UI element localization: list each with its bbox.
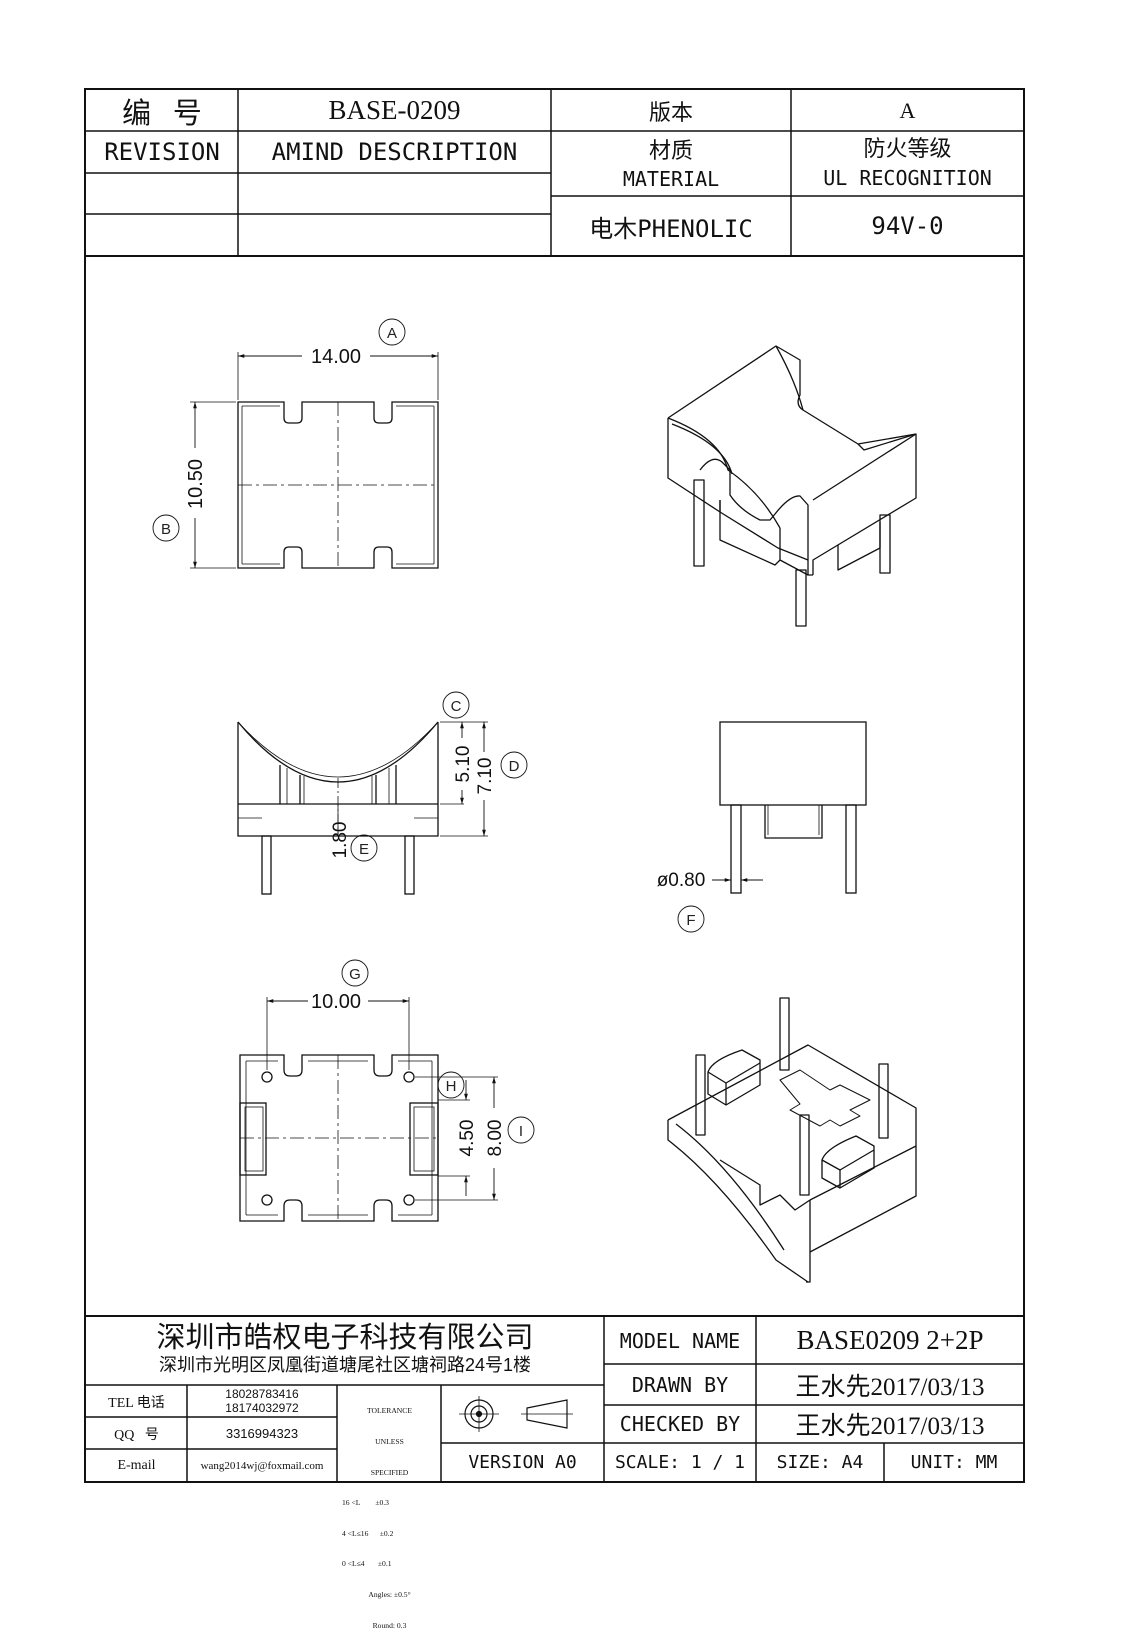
tel-label: TEL 电话 xyxy=(108,1395,165,1411)
dim-c-text: 5.10 xyxy=(453,746,474,783)
tolerance-line: SPECIFIED xyxy=(370,1467,409,1477)
material-label-en: MATERIAL xyxy=(622,167,720,191)
dim-i-text: 8.00 xyxy=(485,1120,506,1157)
dim-a-text: 14.00 xyxy=(311,346,361,368)
company-name: 深圳市皓权电子科技有限公司 xyxy=(156,1322,534,1354)
label-c: C xyxy=(451,698,462,715)
version-text: VERSION A0 xyxy=(468,1452,577,1473)
tolerance-block: TOLERANCE UNLESS SPECIFIED 16 <L ±0.3 4 … xyxy=(338,1386,441,1629)
label-a: A xyxy=(387,325,397,342)
qq-label: QQ 号 xyxy=(114,1427,159,1443)
dim-f-text: ø0.80 xyxy=(657,870,706,891)
tolerance-line: UNLESS xyxy=(375,1437,404,1447)
checked-value: 王水先2017/03/13 xyxy=(795,1413,985,1440)
version-value: A xyxy=(899,97,916,123)
side-view xyxy=(712,721,867,894)
amend-label: AMIND DESCRIPTION xyxy=(271,138,518,166)
tolerance-line: 0 <L≤4 ±0.1 xyxy=(342,1559,392,1569)
version-label: 版本 xyxy=(648,99,693,125)
dim-h-text: 4.50 xyxy=(457,1120,478,1157)
model-label: MODEL NAME xyxy=(619,1328,741,1353)
iso-view-bottom xyxy=(667,997,917,1283)
dim-d-text: 7.10 xyxy=(475,758,496,795)
tolerance-line: 4 <L≤16 ±0.2 xyxy=(342,1528,394,1538)
company-address: 深圳市光明区凤凰街道塘尾社区塘祠路24号1楼 xyxy=(158,1355,532,1375)
email-label: E-mail xyxy=(117,1457,156,1473)
tel-value-2: 18174032972 xyxy=(225,1401,299,1415)
drawn-label: DRAWN BY xyxy=(631,1373,729,1397)
fire-label-en: UL RECOGNITION xyxy=(823,166,992,190)
material-value: 电木PHENOLIC xyxy=(589,214,753,243)
projection-symbol-icon xyxy=(459,1396,573,1432)
scale-text: SCALE: 1 / 1 xyxy=(614,1452,746,1473)
tolerance-line: 16 <L ±0.3 xyxy=(342,1498,389,1508)
qq-value: 3316994323 xyxy=(225,1426,299,1441)
size-text: SIZE: A4 xyxy=(776,1452,864,1473)
label-i: I xyxy=(519,1123,523,1140)
tel-value-1: 18028783416 xyxy=(225,1387,299,1401)
checked-label: CHECKED BY xyxy=(619,1412,741,1436)
tel-values: 18028783416 18174032972 xyxy=(187,1387,337,1417)
email-value: wang2014wj@foxmail.com xyxy=(200,1459,324,1472)
tolerance-line: TOLERANCE xyxy=(367,1406,412,1416)
frame-lines xyxy=(84,88,1025,1483)
material-label-cn: 材质 xyxy=(648,138,693,163)
dim-e-text: 1.80 xyxy=(330,822,351,859)
drawn-value: 王水先2017/03/13 xyxy=(795,1374,985,1401)
top-view xyxy=(190,352,439,569)
technical-drawing: 14.00 10.50 A B 5.10 7.10 1.80 C xyxy=(152,318,917,1283)
front-view xyxy=(237,721,488,895)
fire-label-cn: 防火等级 xyxy=(863,136,952,161)
unit-text: UNIT: MM xyxy=(910,1452,998,1473)
label-h: H xyxy=(446,1078,457,1095)
tolerance-line: Angles: ±0.5° xyxy=(368,1590,411,1600)
number-label: 编 号 xyxy=(122,97,202,130)
model-value: BASE0209 2+2P xyxy=(796,1325,984,1355)
bottom-view xyxy=(239,997,498,1222)
dim-g-text: 10.00 xyxy=(311,991,361,1013)
label-g: G xyxy=(349,966,361,983)
label-e: E xyxy=(359,841,369,858)
revision-label: REVISION xyxy=(104,138,220,166)
label-b: B xyxy=(161,521,171,538)
fire-value: 94V-0 xyxy=(871,212,944,240)
label-d: D xyxy=(509,758,520,775)
number-value: BASE-0209 xyxy=(328,95,461,125)
tolerance-line: Round: 0.3 xyxy=(372,1620,407,1630)
label-f: F xyxy=(686,912,695,929)
dim-b-text: 10.50 xyxy=(185,459,207,509)
iso-view-top xyxy=(667,345,917,627)
